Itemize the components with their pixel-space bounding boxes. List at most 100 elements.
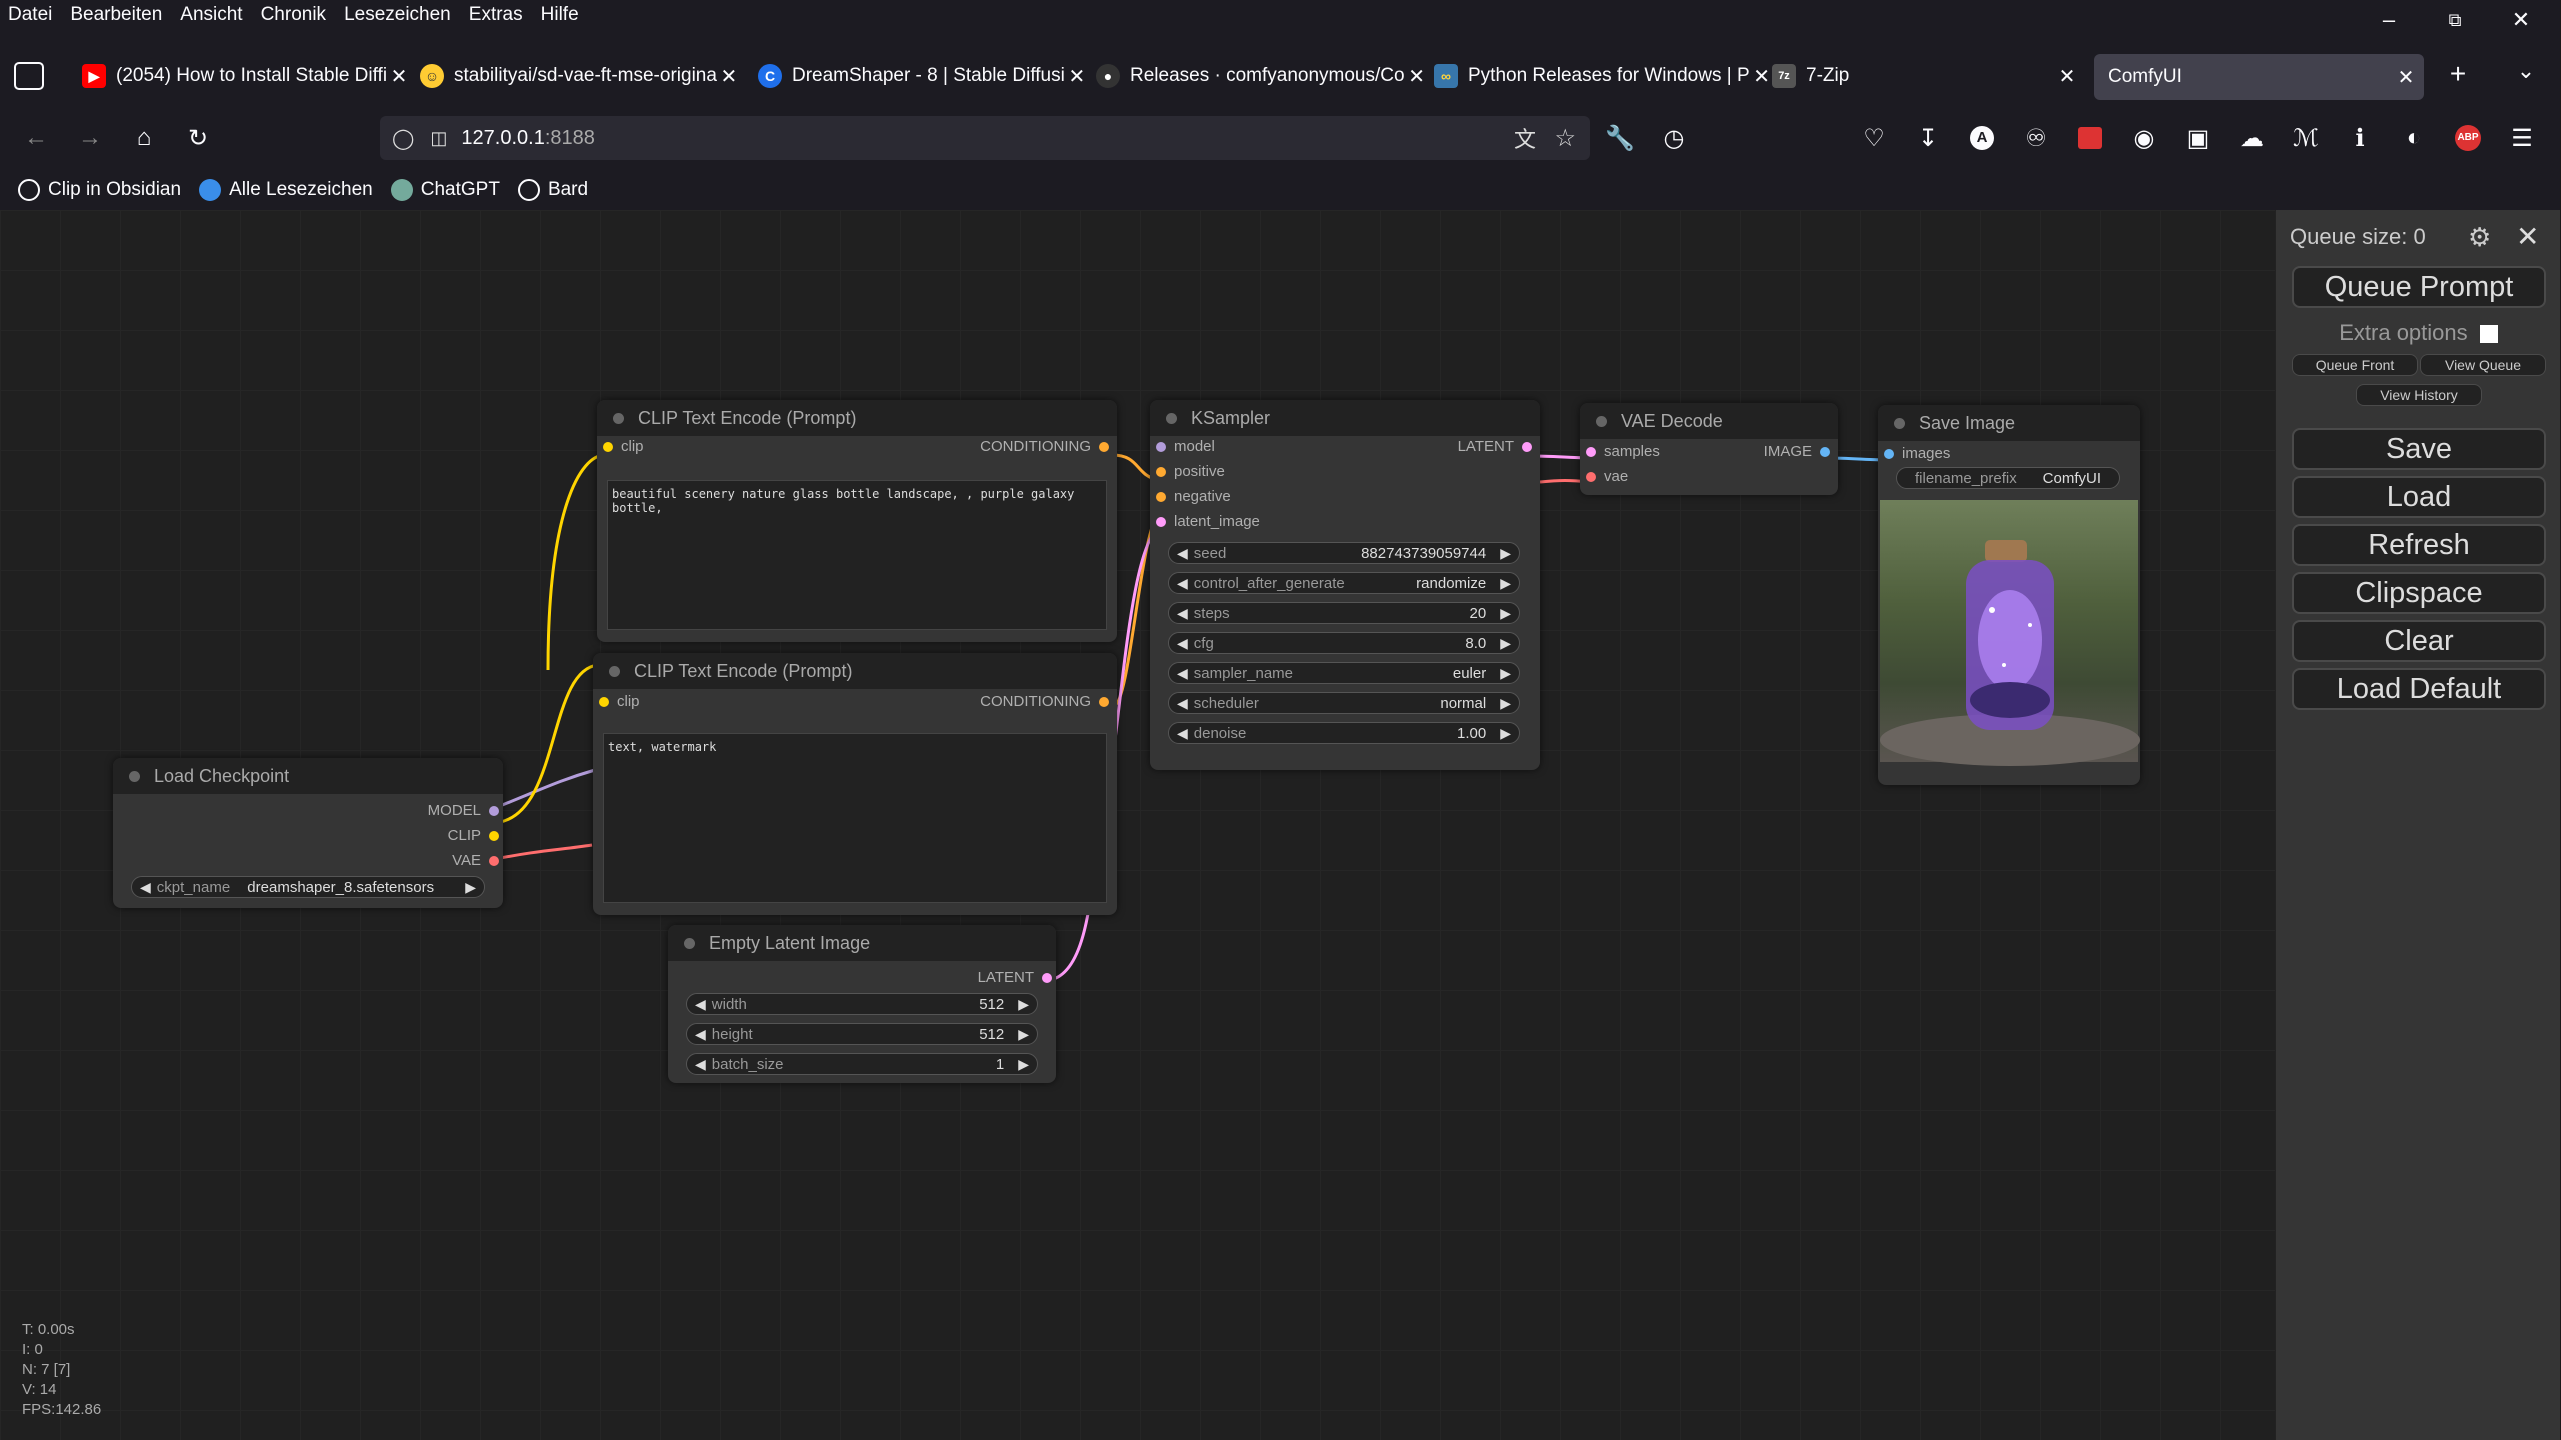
increment-arrow-icon[interactable]: ▶ [1018,995,1029,1012]
ms-extension-icon[interactable]: ℳ [2293,124,2319,152]
node-header[interactable]: Empty Latent Image [668,925,1056,961]
input-vae[interactable]: vae [1586,468,1628,485]
decrement-arrow-icon[interactable]: ◀ [695,995,706,1012]
menu-hilfe[interactable]: Hilfe [540,4,579,25]
input-negative[interactable]: negative [1156,488,1231,505]
output-model[interactable]: MODEL [428,802,499,819]
clear-button[interactable]: Clear [2292,620,2546,662]
close-tab-icon[interactable]: ✕ [390,65,408,88]
queue-front-button[interactable]: Queue Front [2292,354,2418,376]
wrench-icon[interactable]: 🔧 [1605,124,1635,152]
node-load-checkpoint[interactable]: Load Checkpoint MODEL CLIP VAE ◀ckpt_nam… [113,758,503,908]
refresh-button[interactable]: Refresh [2292,524,2546,566]
collapse-dot[interactable] [684,937,695,949]
decrement-arrow-icon[interactable]: ◀ [1177,724,1188,741]
collapse-dot[interactable] [609,665,620,677]
decrement-arrow-icon[interactable]: ◀ [1177,694,1188,711]
chat-extension-icon[interactable]: ◐ [2406,124,2422,151]
close-tab-icon[interactable]: ✕ [1068,65,1086,88]
increment-arrow-icon[interactable]: ▶ [1500,634,1511,651]
decrement-arrow-icon[interactable]: ◀ [695,1025,706,1042]
close-tab-icon[interactable]: ✕ [1408,65,1425,88]
increment-arrow-icon[interactable]: ▶ [1500,664,1511,681]
info-extension-icon[interactable]: ℹ [2355,124,2365,152]
shield-icon[interactable]: ◯ [392,127,415,150]
decrement-arrow-icon[interactable]: ◀ [1177,574,1188,591]
increment-arrow-icon[interactable]: ▶ [1500,574,1511,591]
load-default-button[interactable]: Load Default [2292,668,2546,710]
tab-list-icon[interactable] [14,62,44,90]
url-bar[interactable]: ◯ ◫ 127.0.0.1:8188 文 ☆ [380,116,1590,160]
node-header[interactable]: KSampler [1150,400,1540,436]
output-image[interactable]: IMAGE [1764,443,1830,460]
hamburger-menu-icon[interactable]: ☰ [2511,124,2533,152]
close-window-icon[interactable]: ✕ [2511,7,2531,32]
minimize-icon[interactable]: – [2382,7,2396,32]
eye-extension-icon[interactable]: ◉ [2133,124,2155,152]
increment-arrow-icon[interactable]: ▶ [1500,724,1511,741]
clip-pin-icon[interactable] [599,696,609,707]
bitwarden-icon[interactable]: ▣ [2186,124,2210,152]
increment-arrow-icon[interactable]: ▶ [1500,544,1511,561]
home-icon[interactable]: ⌂ [136,124,152,151]
bookmark-clip-in-obsidian[interactable]: Clip in Obsidian [18,179,181,201]
node-header[interactable]: CLIP Text Encode (Prompt) [597,400,1117,436]
conditioning-pin-icon[interactable] [1099,441,1109,452]
gear-icon[interactable]: ⚙ [2468,222,2492,252]
input-latent-image[interactable]: latent_image [1156,513,1260,530]
bookmark-bard[interactable]: Bard [517,179,588,201]
adblock-icon[interactable]: ABP [2450,120,2486,156]
clip-pin-icon[interactable] [603,441,613,452]
node-clip-text-encode-negative[interactable]: CLIP Text Encode (Prompt) clip CONDITION… [593,653,1117,915]
input-positive[interactable]: positive [1156,463,1225,480]
extensions-icon[interactable]: ♾ [2025,124,2047,152]
decrement-arrow-icon[interactable]: ◀ [1177,604,1188,621]
vae-pin-icon[interactable] [1586,471,1596,482]
decrement-arrow-icon[interactable]: ◀ [140,878,151,895]
tab-youtube[interactable]: ▶ (2054) How to Install Stable Diffi✕ [70,50,407,102]
history-icon[interactable]: ◷ [1663,124,1685,152]
tab-comfyui[interactable]: ComfyUI✕ [2094,54,2424,100]
vae-pin-icon[interactable] [489,855,499,866]
decrement-arrow-icon[interactable]: ◀ [1177,634,1188,651]
node-clip-text-encode-positive[interactable]: CLIP Text Encode (Prompt) clip CONDITION… [597,400,1117,642]
menu-datei[interactable]: Datei [8,4,53,25]
latent-pin-icon[interactable] [1586,446,1596,457]
node-header[interactable]: CLIP Text Encode (Prompt) [593,653,1117,689]
prompt-textarea[interactable]: text, watermark [603,733,1107,903]
menu-lesezeichen[interactable]: Lesezeichen [344,4,451,25]
input-clip[interactable]: clip [603,438,644,455]
model-pin-icon[interactable] [489,805,499,816]
input-model[interactable]: model [1156,438,1215,455]
collapse-dot[interactable] [1596,415,1607,427]
collapse-dot[interactable] [613,412,624,424]
node-vae-decode[interactable]: VAE Decode samples vae IMAGE [1580,403,1838,495]
output-conditioning[interactable]: CONDITIONING [980,438,1109,455]
menu-chronik[interactable]: Chronik [260,4,327,25]
reload-icon[interactable]: ↻ [187,124,209,152]
close-icon[interactable]: ✕ [2516,221,2540,252]
model-pin-icon[interactable] [1156,441,1166,452]
clip-pin-icon[interactable] [489,830,499,841]
increment-arrow-icon[interactable]: ▶ [1018,1025,1029,1042]
tab-civitai[interactable]: C DreamShaper - 8 | Stable Diffusi✕ [746,50,1085,102]
bookmark-alle-lesezeichen[interactable]: Alle Lesezeichen [199,179,373,201]
tab-7zip[interactable]: 7z 7-Zip✕ [1760,50,2085,102]
close-tab-icon[interactable]: ✕ [2058,65,2076,88]
conditioning-pin-icon[interactable] [1099,696,1109,707]
menu-bearbeiten[interactable]: Bearbeiten [70,4,163,25]
input-clip[interactable]: clip [599,693,640,710]
graph-canvas[interactable]: CLIP Text Encode (Prompt) clip CONDITION… [0,210,2275,1440]
conditioning-pin-icon[interactable] [1156,466,1166,477]
increment-arrow-icon[interactable]: ▶ [1500,694,1511,711]
close-tab-icon[interactable]: ✕ [2397,66,2415,89]
